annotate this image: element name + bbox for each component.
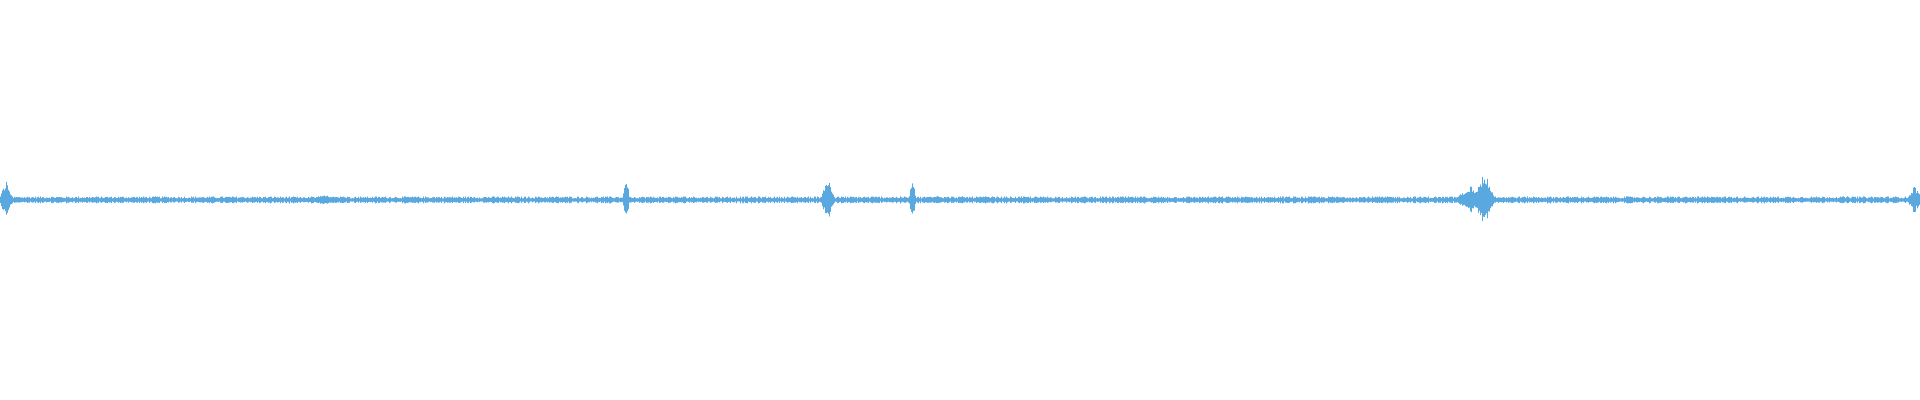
waveform-bars (0, 176, 1920, 221)
waveform-trace (0, 176, 1920, 221)
